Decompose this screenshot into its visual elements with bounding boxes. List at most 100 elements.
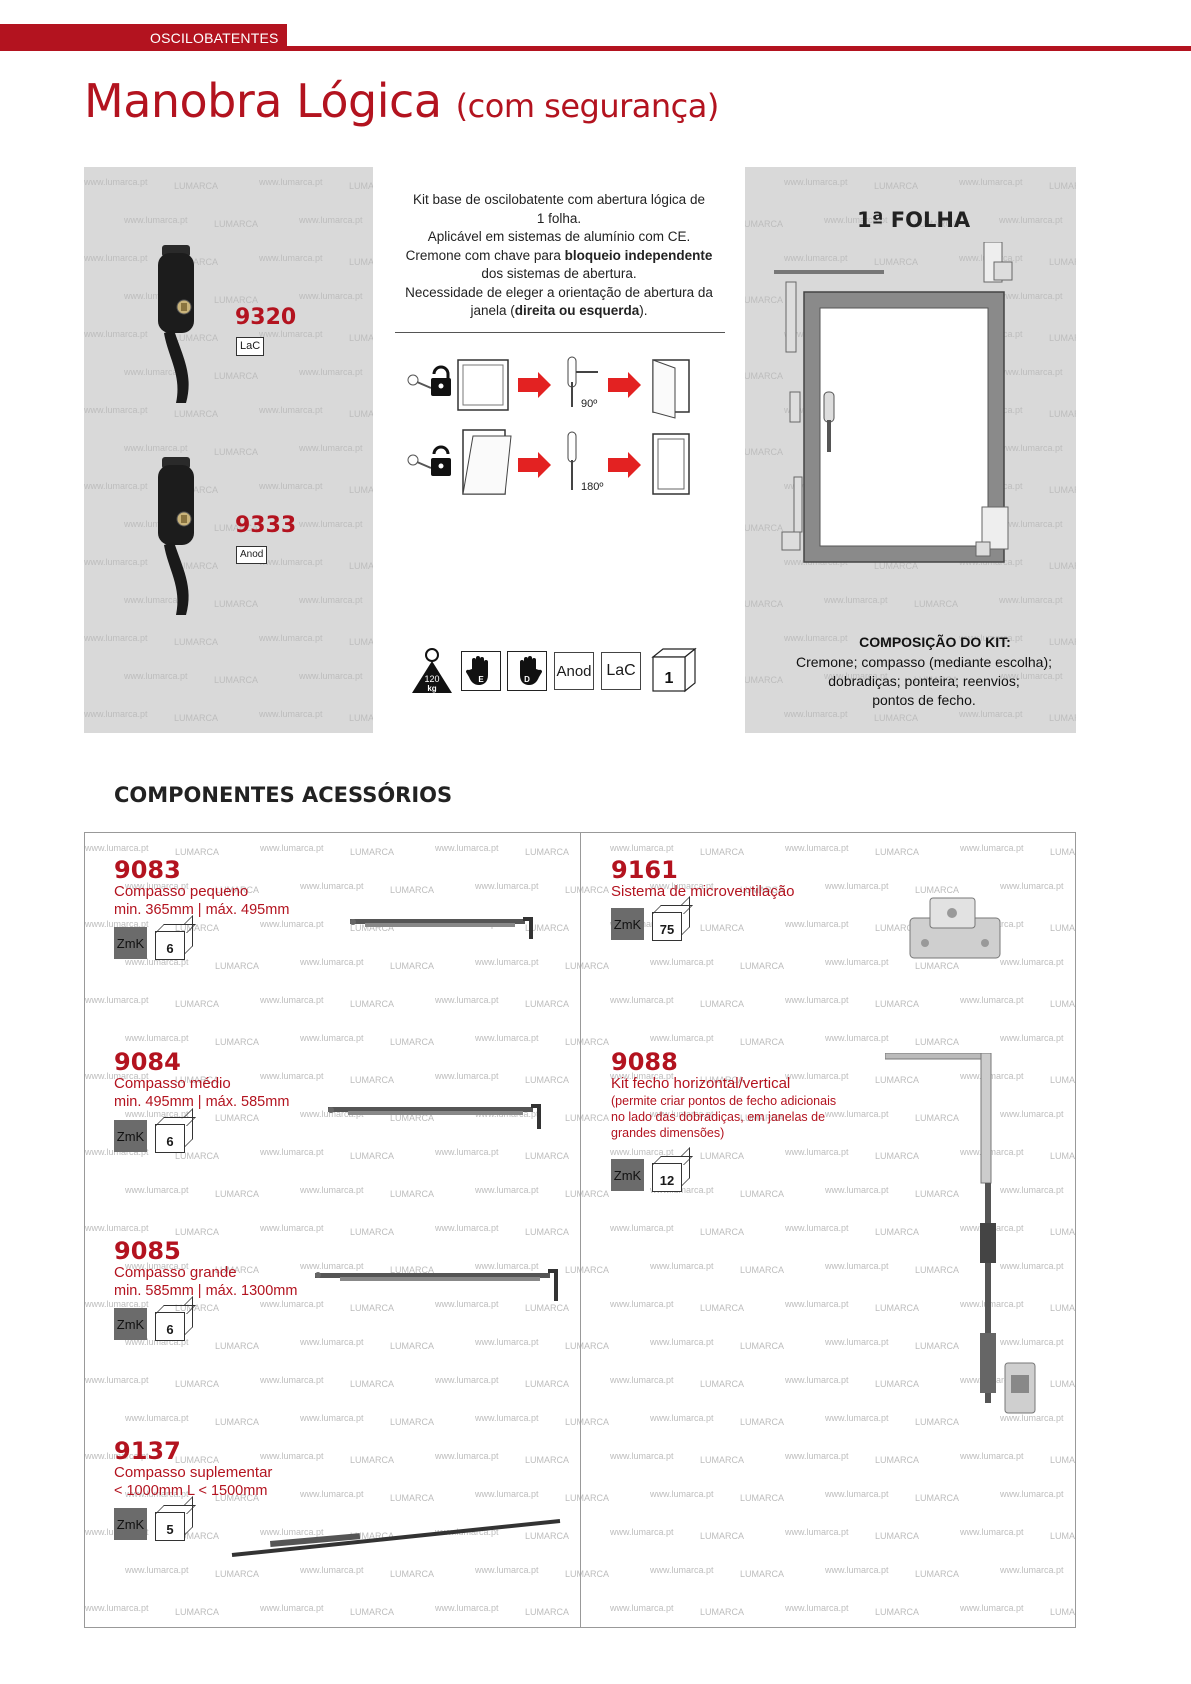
watermark-site: www.lumarca.pt bbox=[260, 843, 324, 853]
watermark-brand: LUMARCA bbox=[525, 1607, 570, 1617]
watermark-site: www.lumarca.pt bbox=[435, 1223, 499, 1233]
component-note: (permite criar pontos de fecho adicionai… bbox=[611, 1094, 837, 1108]
watermark-brand: LUMARCA bbox=[350, 1455, 395, 1465]
components-heading: COMPONENTES ACESSÓRIOS bbox=[114, 783, 453, 807]
watermark-site: www.lumarca.pt bbox=[610, 1527, 674, 1537]
watermark-brand: LUMARCA bbox=[915, 1037, 960, 1047]
watermark-brand: LUMARCA bbox=[525, 999, 570, 1009]
component-9085: 9085 Compasso grande min. 585mm | máx. 1… bbox=[114, 1238, 297, 1300]
watermark-brand: LUMARCA bbox=[350, 1303, 395, 1313]
watermark-site: www.lumarca.pt bbox=[260, 1375, 324, 1385]
watermark-site: www.lumarca.pt bbox=[435, 1451, 499, 1461]
watermark-brand: LUMARCA bbox=[875, 847, 920, 857]
watermark-site: www.lumarca.pt bbox=[785, 1451, 849, 1461]
component-9161: 9161 Sistema de microventilação bbox=[611, 857, 794, 901]
watermark-site: www.lumarca.pt bbox=[610, 1375, 674, 1385]
key-icon bbox=[407, 454, 432, 469]
watermark-site: www.lumarca.pt bbox=[259, 633, 323, 643]
watermark-site: www.lumarca.pt bbox=[650, 1489, 714, 1499]
watermark-brand: LUMARCA bbox=[565, 1493, 610, 1503]
kit-description-panel: Kit base de oscilobatente com abertura l… bbox=[373, 167, 745, 733]
watermark-site: www.lumarca.pt bbox=[1000, 957, 1064, 967]
watermark-site: www.lumarca.pt bbox=[435, 1375, 499, 1385]
window-turn-icon bbox=[652, 359, 690, 419]
arrow-icon bbox=[608, 452, 641, 478]
watermark-brand: LUMARCA bbox=[565, 1341, 610, 1351]
component-name: Compasso suplementar bbox=[114, 1464, 273, 1481]
watermark-brand: LUMARCA bbox=[214, 447, 259, 457]
watermark-brand: LUMARCA bbox=[1049, 181, 1076, 191]
watermark-site: www.lumarca.pt bbox=[435, 1147, 499, 1157]
component-note: grandes dimensões) bbox=[611, 1126, 725, 1140]
watermark-brand: LUMARCA bbox=[565, 1113, 610, 1123]
component-code: 9084 bbox=[114, 1048, 181, 1076]
hand-left-letter: E bbox=[478, 675, 484, 684]
watermark-site: www.lumarca.pt bbox=[300, 1413, 364, 1423]
hand-left-glyph: E bbox=[466, 656, 488, 685]
watermark-brand: LUMARCA bbox=[214, 371, 259, 381]
watermark-brand: LUMARCA bbox=[1050, 1531, 1076, 1541]
watermark-brand: LUMARCA bbox=[1050, 847, 1076, 857]
watermark-site: www.lumarca.pt bbox=[785, 1375, 849, 1385]
watermark-site: www.lumarca.pt bbox=[825, 881, 889, 891]
microventilation-image bbox=[909, 897, 1001, 959]
watermark-brand: LUMARCA bbox=[700, 1607, 745, 1617]
component-code: 9137 bbox=[114, 1437, 181, 1465]
watermark-site: www.lumarca.pt bbox=[125, 1413, 189, 1423]
watermark-site: www.lumarca.pt bbox=[825, 1413, 889, 1423]
watermark-site: www.lumarca.pt bbox=[1000, 1565, 1064, 1575]
watermark-brand: LUMARCA bbox=[350, 999, 395, 1009]
watermark-site: www.lumarca.pt bbox=[84, 633, 148, 643]
intro-text: ). bbox=[639, 303, 648, 318]
watermark-site: www.lumarca.pt bbox=[650, 1413, 714, 1423]
watermark-brand: LUMARCA bbox=[915, 1569, 960, 1579]
watermark-site: www.lumarca.pt bbox=[84, 329, 148, 339]
quantity-box: 6 bbox=[155, 1312, 185, 1341]
arrow-icon bbox=[518, 372, 551, 398]
watermark-brand: LUMARCA bbox=[214, 675, 259, 685]
watermark-site: www.lumarca.pt bbox=[85, 995, 149, 1005]
intro-line: dos sistemas de abertura. bbox=[481, 266, 637, 281]
watermark-site: www.lumarca.pt bbox=[785, 919, 849, 929]
watermark-site: www.lumarca.pt bbox=[259, 329, 323, 339]
component-dimensions: < 1000mm L < 1500mm bbox=[114, 1483, 268, 1499]
component-dimensions: min. 585mm | máx. 1300mm bbox=[114, 1283, 298, 1299]
watermark-site: www.lumarca.pt bbox=[84, 709, 148, 719]
intro-bold: direita ou esquerda bbox=[514, 303, 640, 318]
watermark-brand: LUMARCA bbox=[215, 1037, 260, 1047]
watermark-brand: LUMARCA bbox=[700, 1455, 745, 1465]
lock-open-icon bbox=[431, 445, 451, 476]
window-kit-diagram bbox=[774, 242, 1013, 563]
box-quantity-icon: 1 bbox=[651, 647, 697, 693]
quantity-box: 5 bbox=[155, 1512, 185, 1541]
kit-composition: Cremone; compasso (mediante escolha); do… bbox=[764, 653, 1076, 710]
watermark-brand: LUMARCA bbox=[175, 1227, 220, 1237]
arrow-icon bbox=[518, 452, 551, 478]
finish-lac-icon: LaC bbox=[601, 652, 641, 690]
watermark-site: www.lumarca.pt bbox=[300, 1185, 364, 1195]
watermark-brand: LUMARCA bbox=[740, 961, 785, 971]
watermark-site: www.lumarca.pt bbox=[825, 1489, 889, 1499]
zmk-badge: ZmK bbox=[114, 927, 147, 959]
watermark-site: www.lumarca.pt bbox=[300, 957, 364, 967]
watermark-site: www.lumarca.pt bbox=[825, 957, 889, 967]
stay-arm bbox=[774, 270, 884, 353]
watermark-site: www.lumarca.pt bbox=[475, 1489, 539, 1499]
component-9084: 9084 Compasso médio min. 495mm | máx. 58… bbox=[114, 1049, 289, 1111]
watermark-brand: LUMARCA bbox=[390, 1037, 435, 1047]
watermark-site: www.lumarca.pt bbox=[299, 367, 363, 377]
watermark-site: www.lumarca.pt bbox=[650, 1033, 714, 1043]
watermark-brand: LUMARCA bbox=[350, 1151, 395, 1161]
key-icon bbox=[407, 374, 432, 389]
watermark-brand: LUMARCA bbox=[915, 1493, 960, 1503]
intro-line: 1 folha. bbox=[536, 210, 582, 226]
angle-label-90: 90º bbox=[581, 398, 597, 410]
watermark-site: www.lumarca.pt bbox=[124, 671, 188, 681]
component-name: Compasso pequeno bbox=[114, 883, 249, 900]
hand-right-letter: D bbox=[524, 675, 530, 684]
window-tilted-icon bbox=[652, 433, 690, 495]
watermark-brand: LUMARCA bbox=[740, 1265, 785, 1275]
watermark-site: www.lumarca.pt bbox=[85, 1223, 149, 1233]
watermark-site: www.lumarca.pt bbox=[85, 1603, 149, 1613]
compass-small-image bbox=[350, 917, 533, 939]
